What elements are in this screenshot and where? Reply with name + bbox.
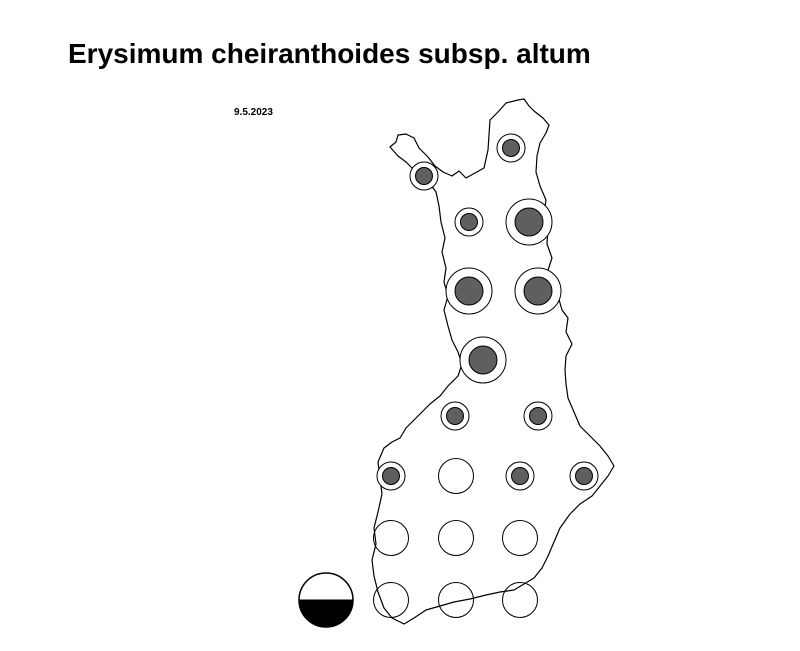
empty-grid-circle (502, 520, 538, 556)
observation-dot (529, 407, 547, 425)
map-title: Erysimum cheiranthoides subsp. altum (68, 38, 591, 69)
empty-grid-circle (438, 458, 474, 494)
observation-dot (460, 213, 478, 231)
map-date: 9.5.2023 (234, 107, 273, 118)
observation-dot (468, 345, 498, 375)
legend (298, 572, 354, 628)
observation-dot (575, 467, 593, 485)
observation-dot (514, 207, 544, 237)
empty-grid-circle (438, 520, 474, 556)
observation-dot (382, 467, 400, 485)
empty-grid-circle (502, 582, 538, 618)
empty-grid-circle (373, 582, 409, 618)
observation-dot (446, 407, 464, 425)
empty-grid-circle (438, 582, 474, 618)
finland-outline (371, 98, 615, 625)
observation-dot (502, 139, 520, 157)
observation-dot (523, 276, 553, 306)
legend-filled-half (299, 600, 353, 627)
grid-dots (373, 133, 599, 618)
observation-dot (454, 276, 484, 306)
observation-dot (415, 167, 433, 185)
empty-grid-circle (373, 520, 409, 556)
observation-dot (511, 467, 529, 485)
